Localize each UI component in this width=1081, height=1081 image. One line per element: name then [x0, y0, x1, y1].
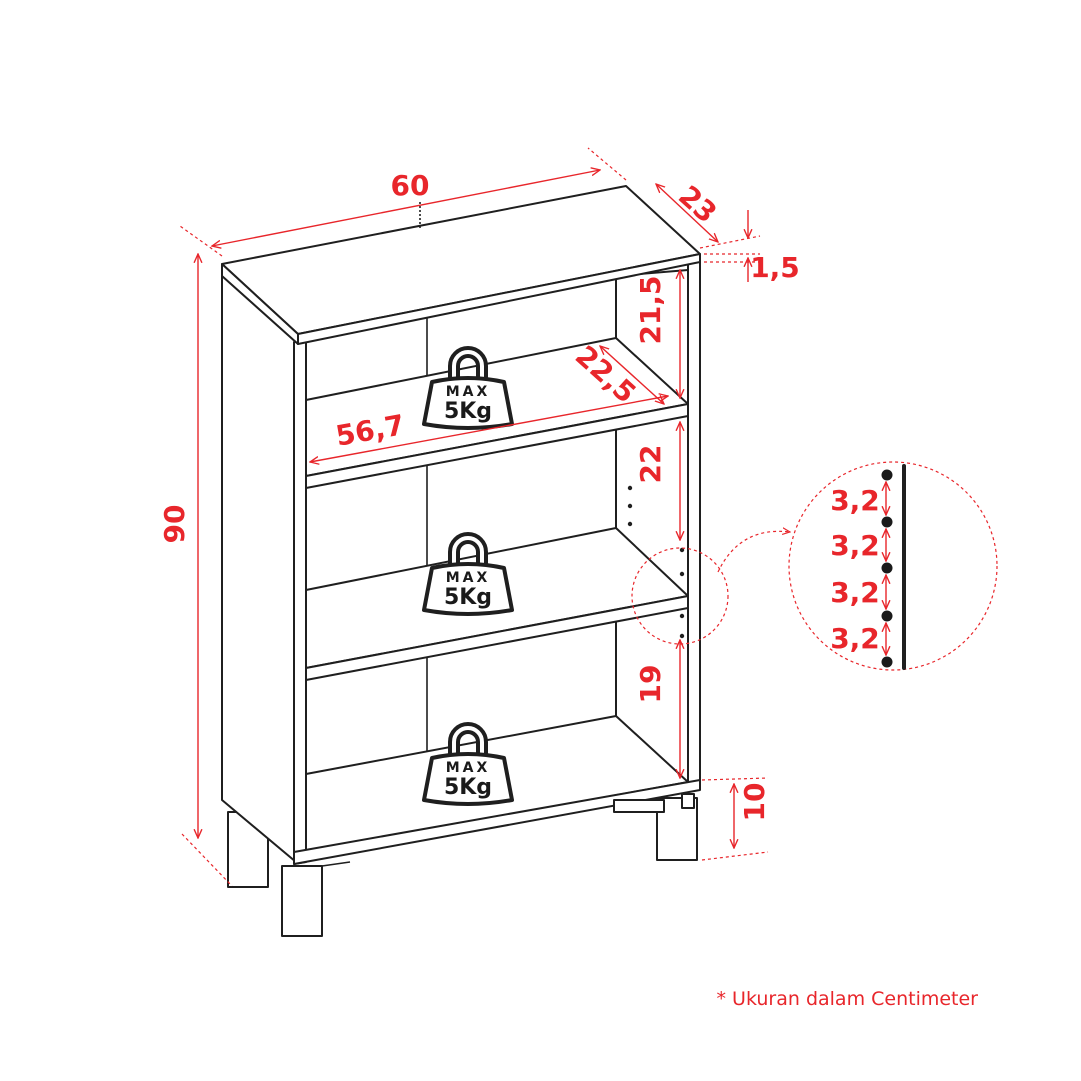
hole-spacing-label: 3,2 [830, 576, 880, 609]
weight-max-label: MAX [446, 384, 491, 400]
leg-front-left [281, 865, 323, 937]
dim-gap-middle-label: 22 [634, 445, 667, 484]
weight-value-label: 5Kg [444, 585, 492, 610]
weight-badge-middle: MAX 5Kg [422, 532, 514, 616]
dimension-lines [179, 147, 769, 887]
hole-spacing-label: 3,2 [830, 484, 880, 517]
weight-value-label: 5Kg [444, 775, 492, 800]
bookshelf [221, 185, 701, 937]
right-side-panel [687, 257, 701, 793]
weight-max-label: MAX [446, 760, 491, 776]
weight-value-label: 5Kg [444, 399, 492, 424]
weight-max-label: MAX [446, 570, 491, 586]
left-side-panel [221, 267, 297, 863]
dim-gap-bottom-label: 19 [634, 665, 667, 704]
hole-spacing-label: 3,2 [830, 529, 880, 562]
weight-badge-bottom: MAX 5Kg [422, 722, 514, 806]
dim-leg-height-label: 10 [738, 783, 771, 822]
dim-height-label: 90 [158, 505, 191, 544]
unit-footnote: * Ukuran dalam Centimeter [717, 988, 979, 1010]
hole-detail-callout: 3,2 3,2 3,2 3,2 [631, 461, 998, 671]
dim-width-label: 60 [391, 169, 430, 202]
dim-gap-top-label: 21,5 [634, 275, 667, 344]
hole-spacing-label: 3,2 [830, 622, 880, 655]
dim-depth-label: 23 [672, 179, 723, 230]
dim-top-thickness-label: 1,5 [750, 251, 800, 284]
